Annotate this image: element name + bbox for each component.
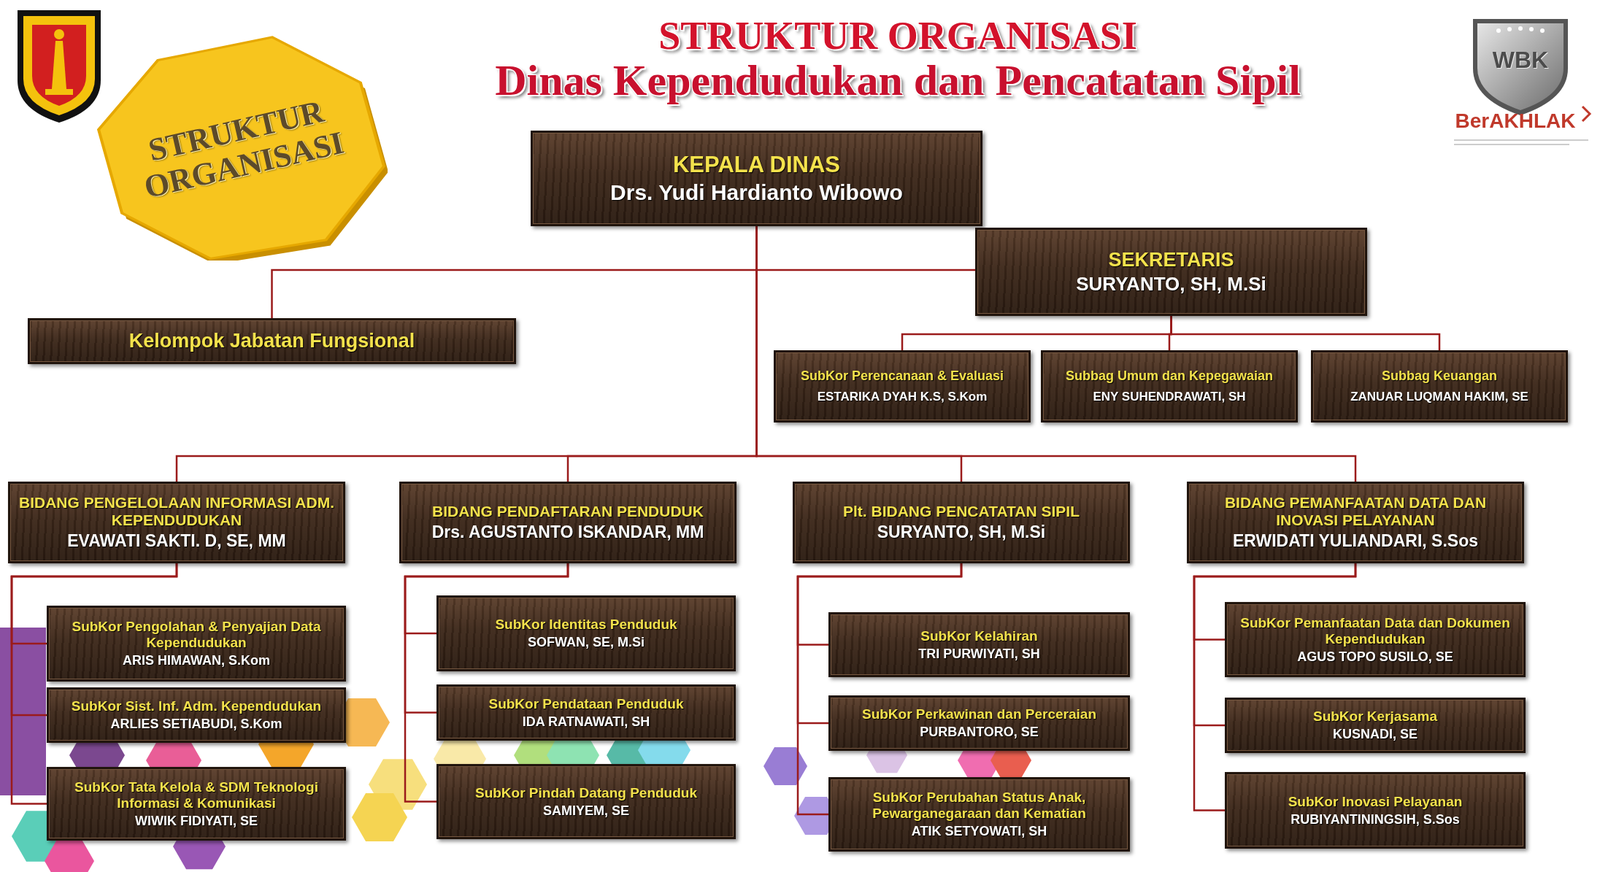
org-box: SubKor KerjasamaKUSNADI, SE xyxy=(1224,697,1526,754)
box-heading: SubKor Pemanfaatan Data dan Dokumen Kepe… xyxy=(1234,615,1517,648)
coat-of-arms xyxy=(17,10,101,123)
star xyxy=(1529,27,1534,32)
org-box: SEKRETARISSURYANTO, SH, M.Si xyxy=(975,227,1368,317)
person-name: SURYANTO, SH, M.Si xyxy=(877,522,1046,542)
star xyxy=(1518,26,1523,31)
hexagon xyxy=(44,840,95,872)
box-heading: BIDANG PENDAFTARAN PENDUDUK xyxy=(432,502,704,521)
person-name: SURYANTO, SH, M.Si xyxy=(1075,273,1267,296)
person-name: ARIS HIMAWAN, S.Kom xyxy=(122,653,271,669)
person-name: ATIK SETYOWATI, SH xyxy=(911,824,1047,840)
brand-text: BerAKHLAK xyxy=(1451,109,1580,133)
person-name: ZANUAR LUQMAN HAKIM, SE xyxy=(1350,389,1529,405)
box-heading: Plt. BIDANG PENCATATAN SIPIL xyxy=(843,502,1080,521)
org-box: SubKor Pendataan PendudukIDA RATNAWATI, … xyxy=(436,684,736,741)
monument-base xyxy=(45,89,73,95)
connector-line xyxy=(272,226,757,319)
hexagon xyxy=(351,793,408,842)
person-name: PURBANTORO, SE xyxy=(919,724,1039,741)
box-heading: SubKor Sist. Inf. Adm. Kependudukan xyxy=(71,698,322,715)
logo-rule xyxy=(1454,144,1570,146)
person-name: ENY SUHENDRAWATI, SH xyxy=(1092,389,1246,405)
org-box: SubKor Inovasi PelayananRUBIYANTININGSIH… xyxy=(1224,772,1526,849)
person-name: Drs. Yudi Hardianto Wibowo xyxy=(610,180,903,206)
box-heading: SEKRETARIS xyxy=(1108,248,1234,272)
shield-red xyxy=(32,24,87,106)
badge-shape: STRUKTUR ORGANISASI xyxy=(91,35,388,261)
shield-gold xyxy=(23,16,95,116)
box-heading: SubKor Kerjasama xyxy=(1313,708,1438,725)
person-name: AGUS TOPO SUSILO, SE xyxy=(1297,649,1454,665)
org-box: Plt. BIDANG PENCATATAN SIPILSURYANTO, SH… xyxy=(792,481,1130,564)
org-box: SubKor Perubahan Status Anak, Pewarganeg… xyxy=(828,777,1130,852)
purple-band xyxy=(0,627,46,796)
box-heading: SubKor Perkawinan dan Perceraian xyxy=(862,706,1097,723)
org-box: Kelompok Jabatan Fungsional xyxy=(27,318,517,365)
logo-rule xyxy=(1454,140,1589,141)
monument-star xyxy=(54,29,65,40)
person-name: Drs. AGUSTANTO ISKANDAR, MM xyxy=(432,522,705,542)
connector-line xyxy=(567,226,757,482)
org-box: SubKor Sist. Inf. Adm. KependudukanARLIE… xyxy=(46,687,346,744)
box-heading: SubKor Pengolahan & Penyajian Data Kepen… xyxy=(56,618,337,652)
wbk-shield-rim xyxy=(1472,18,1568,116)
monument xyxy=(51,40,67,90)
org-box: SubKor Pindah Datang PendudukSAMIYEM, SE xyxy=(436,764,736,840)
box-heading: SubKor Kelahiran xyxy=(920,628,1038,645)
org-box: BIDANG PEMANFAATAN DATA DAN INOVASI PELA… xyxy=(1186,481,1525,564)
person-name: ERWIDATI YULIANDARI, S.Sos xyxy=(1232,531,1479,551)
person-name: RUBIYANTININGSIH, S.Sos xyxy=(1290,812,1460,828)
box-heading: Subbag Keuangan xyxy=(1381,368,1498,384)
box-heading: SubKor Pendataan Penduduk xyxy=(488,696,684,713)
connector-line xyxy=(756,226,976,271)
person-name: SAMIYEM, SE xyxy=(543,803,630,819)
org-box: BIDANG PENGELOLAAN INFORMASI ADM. KEPEND… xyxy=(8,481,346,564)
box-heading: SubKor Identitas Penduduk xyxy=(494,616,677,633)
wbk-shield xyxy=(1477,23,1564,111)
person-name: KUSNADI, SE xyxy=(1332,727,1418,743)
org-box: Subbag Umum dan KepegawaianENY SUHENDRAW… xyxy=(1040,350,1298,423)
logo-text: WBK xyxy=(1476,46,1565,74)
star xyxy=(1507,27,1512,32)
chart-title: STRUKTUR ORGANISASI xyxy=(569,13,1227,59)
org-box: SubKor Perkawinan dan PerceraianPURBANTO… xyxy=(828,695,1130,752)
shield-outline xyxy=(17,10,101,123)
connector-line xyxy=(1171,316,1441,351)
star xyxy=(1496,28,1501,33)
org-box: SubKor Perencanaan & EvaluasiESTARIKA DY… xyxy=(773,350,1031,423)
org-box: SubKor Pemanfaatan Data dan Dokumen Kepe… xyxy=(1224,602,1526,678)
hexagon xyxy=(763,747,808,786)
chevron xyxy=(1582,106,1590,122)
person-name: SOFWAN, SE, M.Si xyxy=(527,635,645,651)
connector-line xyxy=(902,316,1172,351)
org-box: SubKor KelahiranTRI PURWIYATI, SH xyxy=(828,612,1130,678)
subtitle: Dinas Kependudukan dan Pencatatan Sipil xyxy=(408,55,1387,106)
org-box: BIDANG PENDAFTARAN PENDUDUKDrs. AGUSTANT… xyxy=(399,481,737,564)
org-box: Subbag KeuanganZANUAR LUQMAN HAKIM, SE xyxy=(1310,350,1568,423)
person-name: TRI PURWIYATI, SH xyxy=(918,646,1041,663)
org-box: SubKor Tata Kelola & SDM Teknologi Infor… xyxy=(46,767,346,841)
box-heading: SubKor Inovasi Pelayanan xyxy=(1288,794,1463,811)
box-heading: BIDANG PENGELOLAAN INFORMASI ADM. KEPEND… xyxy=(17,494,336,530)
box-heading: Subbag Umum dan Kepegawaian xyxy=(1065,368,1273,384)
org-box: SubKor Identitas PendudukSOFWAN, SE, M.S… xyxy=(436,595,736,672)
box-heading: SubKor Tata Kelola & SDM Teknologi Infor… xyxy=(56,779,337,812)
box-heading: SubKor Perubahan Status Anak, Pewarganeg… xyxy=(837,789,1121,822)
star xyxy=(1540,28,1545,33)
person-name: IDA RATNAWATI, SH xyxy=(522,714,651,730)
org-box: KEPALA DINASDrs. Yudi Hardianto Wibowo xyxy=(530,130,983,227)
box-heading: BIDANG PEMANFAATAN DATA DAN INOVASI PELA… xyxy=(1196,494,1515,530)
person-name: ESTARIKA DYAH K.S, S.Kom xyxy=(817,389,988,405)
box-heading: SubKor Perencanaan & Evaluasi xyxy=(800,368,1004,384)
person-name: WIWIK FIDIYATI, SE xyxy=(135,813,258,830)
box-heading: SubKor Pindah Datang Penduduk xyxy=(475,785,698,802)
person-name: EVAWATI SAKTI. D, SE, MM xyxy=(67,531,286,551)
org-box: SubKor Pengolahan & Penyajian Data Kepen… xyxy=(46,605,346,682)
badge-face xyxy=(91,35,388,261)
person-name: ARLIES SETIABUDI, S.Kom xyxy=(110,716,282,733)
box-heading: Kelompok Jabatan Fungsional xyxy=(129,329,416,353)
box-heading: KEPALA DINAS xyxy=(672,151,841,179)
